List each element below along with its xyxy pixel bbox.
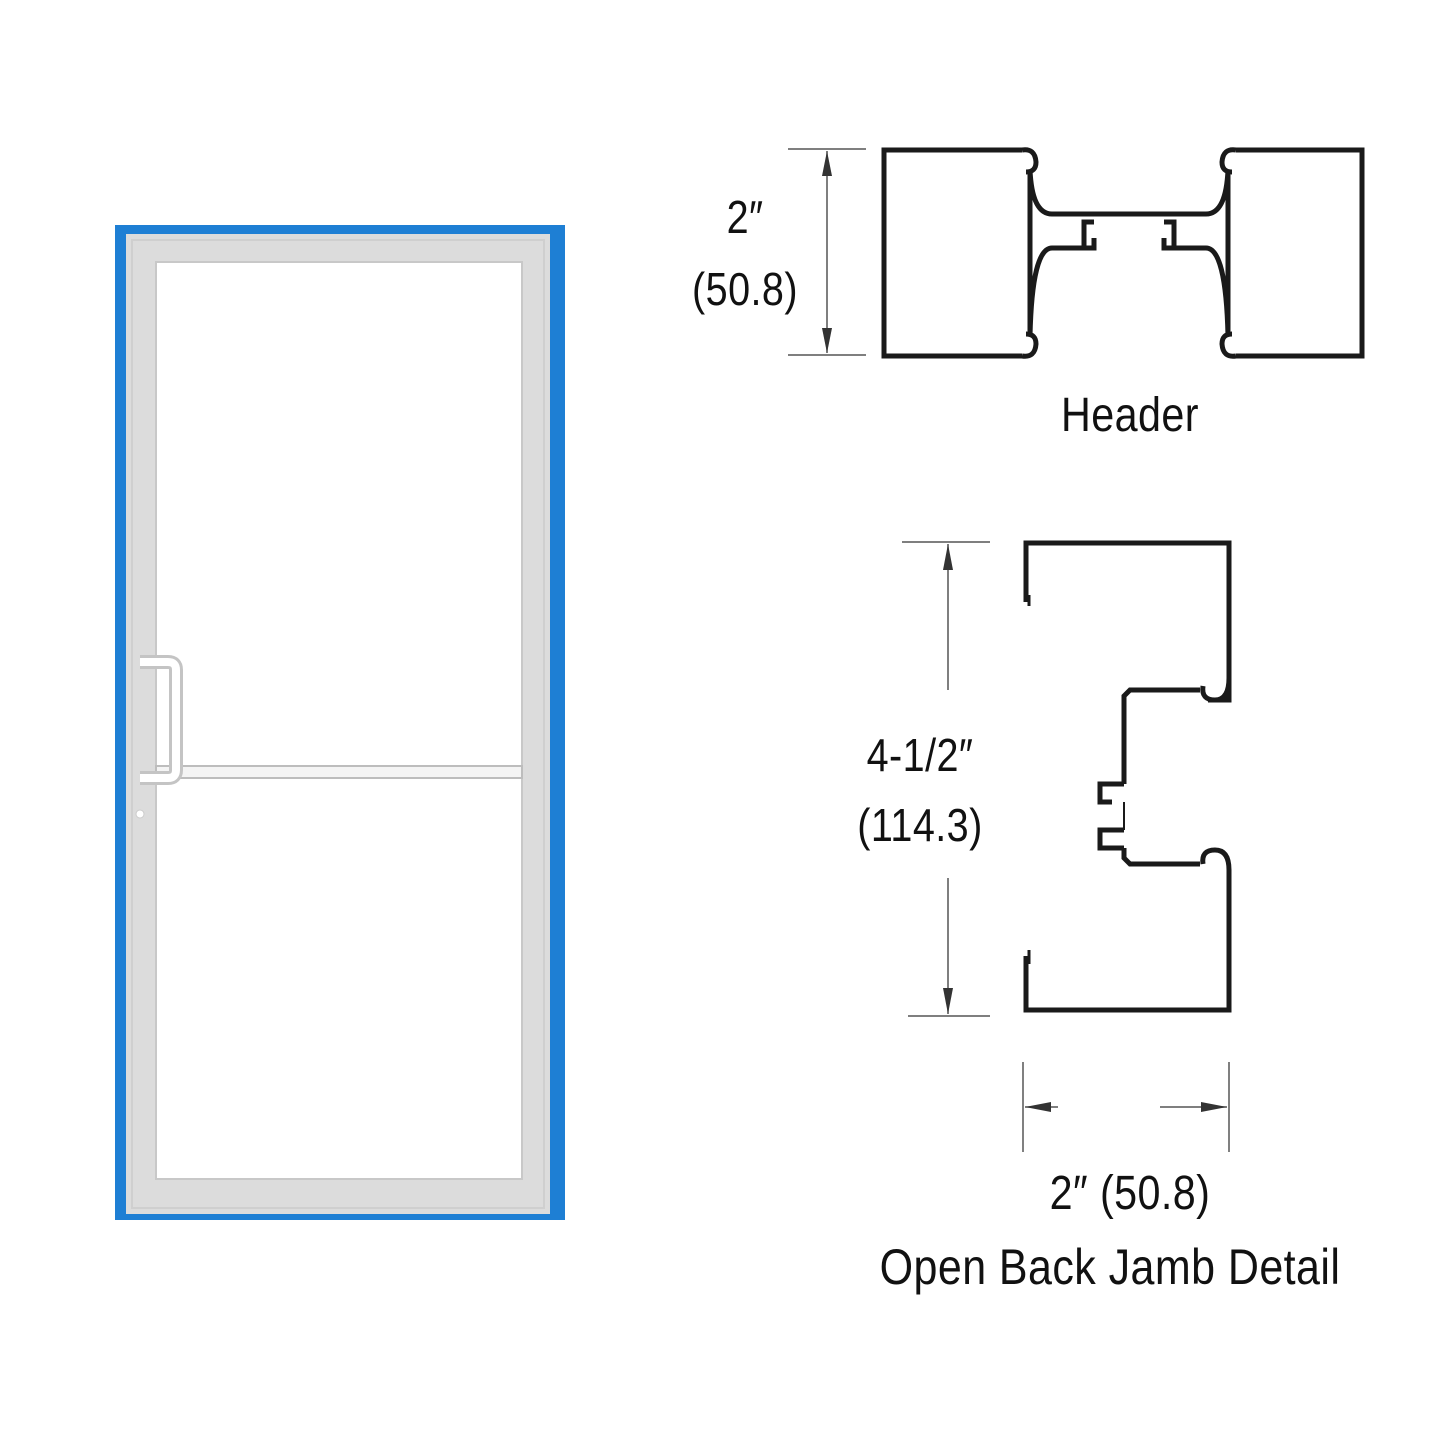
push-bar xyxy=(155,765,523,779)
door-pull-handle-inner xyxy=(140,658,180,782)
header-height-inches: 2″ xyxy=(726,191,764,243)
profile-drawings xyxy=(788,147,1365,1152)
door-elevation xyxy=(110,220,570,1225)
header-dimension xyxy=(788,148,866,356)
jamb-height-dimension xyxy=(902,541,990,1017)
jamb-width-label: 2″ (50.8) xyxy=(1049,1167,1211,1220)
header-profile xyxy=(881,147,1365,359)
jamb-width-dimension xyxy=(1022,1062,1230,1152)
profile-details xyxy=(660,130,1390,1330)
jamb-profile xyxy=(1023,540,1232,1013)
header-caption: Header xyxy=(1061,389,1199,442)
jamb-caption: Open Back Jamb Detail xyxy=(879,1239,1341,1295)
jamb-height-mm: (114.3) xyxy=(857,799,983,851)
lock-cylinder xyxy=(135,809,145,819)
door-stile-inner-shade xyxy=(131,239,545,1209)
door-drawing xyxy=(115,225,565,1220)
header-height-mm: (50.8) xyxy=(692,263,798,315)
glass-panel xyxy=(155,261,523,1180)
jamb-height-inches: 4-1/2″ xyxy=(866,729,974,781)
